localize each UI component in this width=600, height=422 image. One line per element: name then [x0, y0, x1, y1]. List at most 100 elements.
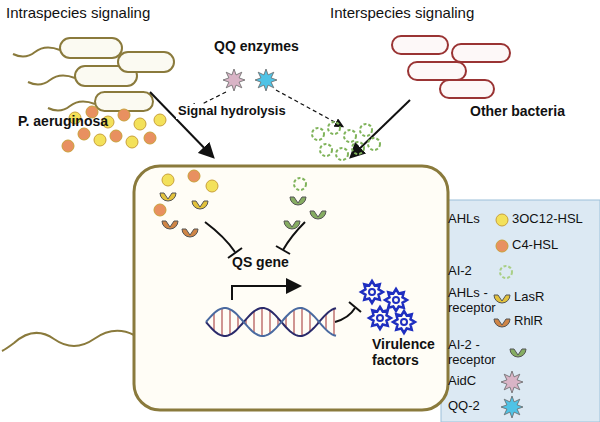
process-label: Signal hydrolysis [176, 104, 288, 119]
enzyme-star [223, 69, 245, 91]
signal-molecule [320, 144, 332, 156]
signal-molecule [496, 214, 508, 226]
signal-molecule [154, 204, 166, 216]
virulence-gear [377, 315, 383, 321]
legend-text: QQ-2 [448, 399, 480, 414]
legend-text: AI-2 - receptor [448, 338, 500, 368]
circle-sample [206, 180, 218, 192]
receptor [162, 221, 178, 229]
receptor [494, 319, 510, 327]
signal-molecule [154, 114, 166, 126]
dna-rung [333, 309, 334, 335]
gear-sample [361, 281, 383, 303]
receptor-sample [182, 229, 198, 237]
signal-molecule [352, 142, 364, 154]
circle-sample [154, 204, 166, 216]
legend-swatch [500, 266, 512, 278]
legend-text: AidC [448, 374, 476, 389]
signal-molecule [188, 170, 200, 182]
dna-rung [309, 312, 310, 331]
organism-label: P. aeruginosa [18, 113, 108, 129]
gear-sample [393, 311, 415, 333]
signal-molecule [110, 130, 122, 142]
signal-molecule [62, 140, 74, 152]
dna-rung [221, 308, 222, 335]
dna-strand [206, 308, 336, 336]
circle-sample [118, 109, 130, 121]
circle-sample [94, 134, 106, 146]
legend-text: RhlR [514, 314, 543, 329]
signal-molecule [360, 124, 372, 136]
enzyme-label: QQ enzymes [214, 38, 299, 54]
circle-sample [134, 118, 146, 130]
circle-sample [188, 170, 200, 182]
circle-sample [368, 138, 380, 150]
signal-molecule [78, 128, 90, 140]
signal-molecules [62, 69, 415, 333]
gear-sample [385, 289, 407, 311]
receptor-sample [290, 197, 306, 205]
dna-rung [301, 308, 302, 336]
virulence-gear [369, 289, 375, 295]
signal-molecule [126, 136, 138, 148]
receptor [310, 211, 326, 219]
virulence-gear [369, 307, 391, 329]
legend-text: C4-HSL [512, 238, 558, 253]
signal-molecule [162, 174, 174, 186]
signal-molecule [336, 148, 348, 160]
circle-sample [336, 148, 348, 160]
legend-panel [441, 200, 600, 422]
dna-rung [229, 309, 230, 334]
signal-molecule [94, 134, 106, 146]
receptor [494, 295, 510, 303]
signal-molecule [500, 266, 512, 278]
legend-swatch [494, 295, 510, 303]
circle-sample [328, 122, 340, 134]
circle-sample [360, 124, 372, 136]
legend-text: 3OC12-HSL [512, 212, 583, 227]
virulence-gear [393, 311, 415, 333]
signal-molecule [496, 240, 508, 252]
heading: Intraspecies signaling [6, 4, 150, 21]
receptor [160, 193, 176, 201]
heading: Interspecies signaling [330, 4, 474, 21]
other-bacteria-cells [392, 36, 510, 98]
legend-swatch [510, 349, 526, 357]
dna-rung [253, 311, 254, 332]
flagellum [2, 331, 134, 351]
gear-sample [369, 307, 391, 329]
receptor-sample [310, 211, 326, 219]
transcription-arrow [232, 286, 298, 300]
enzyme-star [501, 396, 523, 418]
legend-text: LasR [514, 290, 544, 305]
dna-strand [206, 308, 336, 336]
signal-molecule [344, 130, 356, 142]
legend-swatch [496, 214, 508, 226]
legend-group: AHLs [448, 212, 480, 227]
receptor [284, 221, 300, 229]
dna-rung [325, 314, 326, 329]
receptor [182, 229, 198, 237]
circle-sample [312, 128, 324, 140]
legend-text: AI-2 [448, 264, 472, 279]
p-aeruginosa-cells [13, 38, 174, 111]
receptor [192, 201, 208, 209]
signal-molecule [328, 122, 340, 134]
dna-rung [269, 311, 270, 334]
dna-helix [206, 308, 336, 336]
circle-sample [320, 144, 332, 156]
bacterial-cell [134, 166, 448, 410]
virulence-gear [361, 281, 383, 303]
dna-rung [293, 310, 294, 334]
legend-swatch [501, 371, 523, 393]
circle-sample [110, 130, 122, 142]
legend-swatch [496, 240, 508, 252]
receptor-sample [160, 193, 176, 201]
organism-label: Other bacteria [470, 103, 565, 119]
star-sample [255, 69, 277, 91]
gene-label: QS gene [232, 254, 289, 270]
circle-sample [154, 114, 166, 126]
signal-molecule [368, 138, 380, 150]
